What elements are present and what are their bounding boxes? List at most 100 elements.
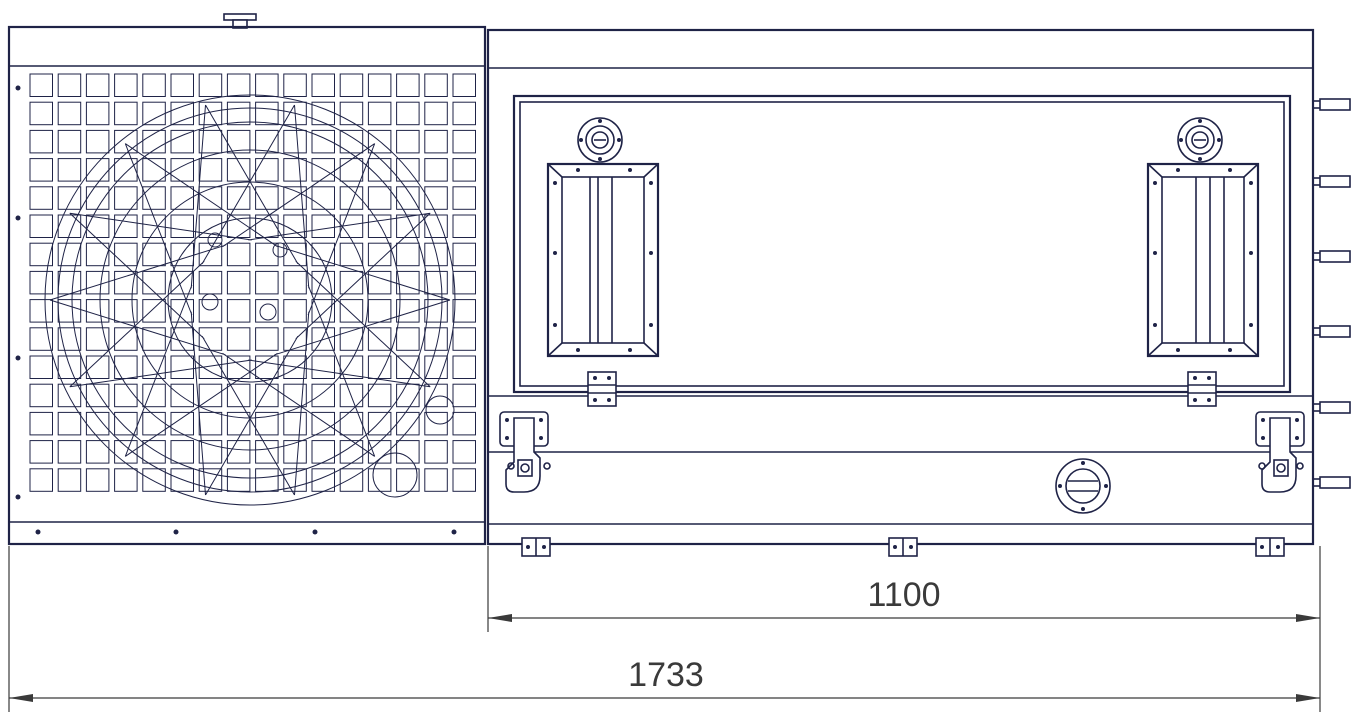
round-port-icon xyxy=(577,117,623,163)
guard-cell xyxy=(114,270,138,295)
guard-cell xyxy=(424,327,448,351)
guard-cell xyxy=(452,242,476,267)
guard-cell xyxy=(170,355,194,379)
guard-cell xyxy=(114,73,138,97)
guard-cell xyxy=(311,270,335,295)
guard-cell xyxy=(367,299,392,323)
guard-cell xyxy=(283,270,307,295)
guard-cell xyxy=(29,383,53,408)
guard-cell xyxy=(339,468,364,492)
guard-cell xyxy=(198,440,223,464)
guard-cell xyxy=(396,186,420,210)
guard-cell xyxy=(255,186,279,210)
guard-cell xyxy=(114,129,138,154)
guard-cell xyxy=(57,158,82,182)
guard-cell xyxy=(142,214,166,238)
guard-cell xyxy=(29,327,53,351)
guard-cell xyxy=(339,73,364,97)
guard-cell xyxy=(283,186,307,210)
guard-cell xyxy=(170,468,194,492)
guard-cell xyxy=(142,383,166,408)
guard-cell xyxy=(311,299,335,323)
guard-cell xyxy=(311,327,335,351)
guard-cell xyxy=(57,468,82,492)
guard-cell xyxy=(29,101,53,126)
guard-cell xyxy=(142,158,166,182)
dimension-overall-label: 1733 xyxy=(628,656,704,694)
guard-cell xyxy=(396,242,420,267)
guard-cell xyxy=(85,158,110,182)
guard-cell xyxy=(424,383,448,408)
guard-cell xyxy=(142,355,166,379)
guard-cell xyxy=(424,411,448,436)
guard-cell xyxy=(452,186,476,210)
guard-cell xyxy=(29,270,53,295)
guard-cell xyxy=(339,242,364,267)
guard-cell xyxy=(142,468,166,492)
guard-cell xyxy=(424,129,448,154)
guard-cell xyxy=(255,383,279,408)
guard-cell xyxy=(29,411,53,436)
hinge-icon xyxy=(1255,537,1285,557)
guard-cell xyxy=(396,101,420,126)
guard-cell xyxy=(85,186,110,210)
latch-icon xyxy=(1255,411,1305,493)
guard-cell xyxy=(226,270,251,295)
guard-cell xyxy=(283,468,307,492)
pipe-stub xyxy=(1319,98,1351,111)
guard-cell xyxy=(29,299,53,323)
guard-cell xyxy=(85,101,110,126)
guard-cell xyxy=(29,242,53,267)
guard-cell xyxy=(57,383,82,408)
guard-cell xyxy=(170,270,194,295)
guard-cell xyxy=(170,299,194,323)
guard-cell xyxy=(311,411,335,436)
guard-cell xyxy=(339,214,364,238)
guard-cell xyxy=(142,186,166,210)
guard-cell xyxy=(424,440,448,464)
guard-cell xyxy=(198,299,223,323)
guard-cell xyxy=(339,299,364,323)
guard-cell xyxy=(114,411,138,436)
guard-cell xyxy=(226,186,251,210)
guard-cell xyxy=(170,73,194,97)
guard-cell xyxy=(255,101,279,126)
guard-cell xyxy=(396,214,420,238)
guard-cell xyxy=(57,73,82,97)
guard-cell xyxy=(311,440,335,464)
guard-cell xyxy=(114,355,138,379)
dimension-overall: 1733 xyxy=(8,546,1321,712)
guard-cell xyxy=(424,299,448,323)
filter-panel-icon xyxy=(1146,162,1260,358)
guard-cell xyxy=(114,468,138,492)
guard-cell xyxy=(255,270,279,295)
guard-cell xyxy=(85,468,110,492)
guard-cell xyxy=(255,129,279,154)
guard-cell xyxy=(85,383,110,408)
guard-cell xyxy=(367,186,392,210)
guard-cell xyxy=(198,383,223,408)
guard-cell xyxy=(396,383,420,408)
guard-cell xyxy=(85,270,110,295)
guard-cell xyxy=(226,440,251,464)
guard-cell xyxy=(114,299,138,323)
guard-cell xyxy=(424,186,448,210)
guard-cell xyxy=(396,129,420,154)
guard-cell xyxy=(311,214,335,238)
filter-panel-icon xyxy=(546,162,660,358)
guard-cell xyxy=(57,242,82,267)
guard-cell xyxy=(57,101,82,126)
guard-cell xyxy=(367,129,392,154)
hinge-icon xyxy=(888,537,918,557)
guard-cell xyxy=(142,440,166,464)
guard-cell xyxy=(255,327,279,351)
guard-cell xyxy=(226,327,251,351)
guard-cell xyxy=(283,411,307,436)
guard-cell xyxy=(57,186,82,210)
guard-cell xyxy=(170,214,194,238)
guard-cell xyxy=(114,242,138,267)
guard-cell xyxy=(29,355,53,379)
guard-cell xyxy=(452,299,476,323)
latch-icon xyxy=(499,411,551,493)
guard-cell xyxy=(339,327,364,351)
